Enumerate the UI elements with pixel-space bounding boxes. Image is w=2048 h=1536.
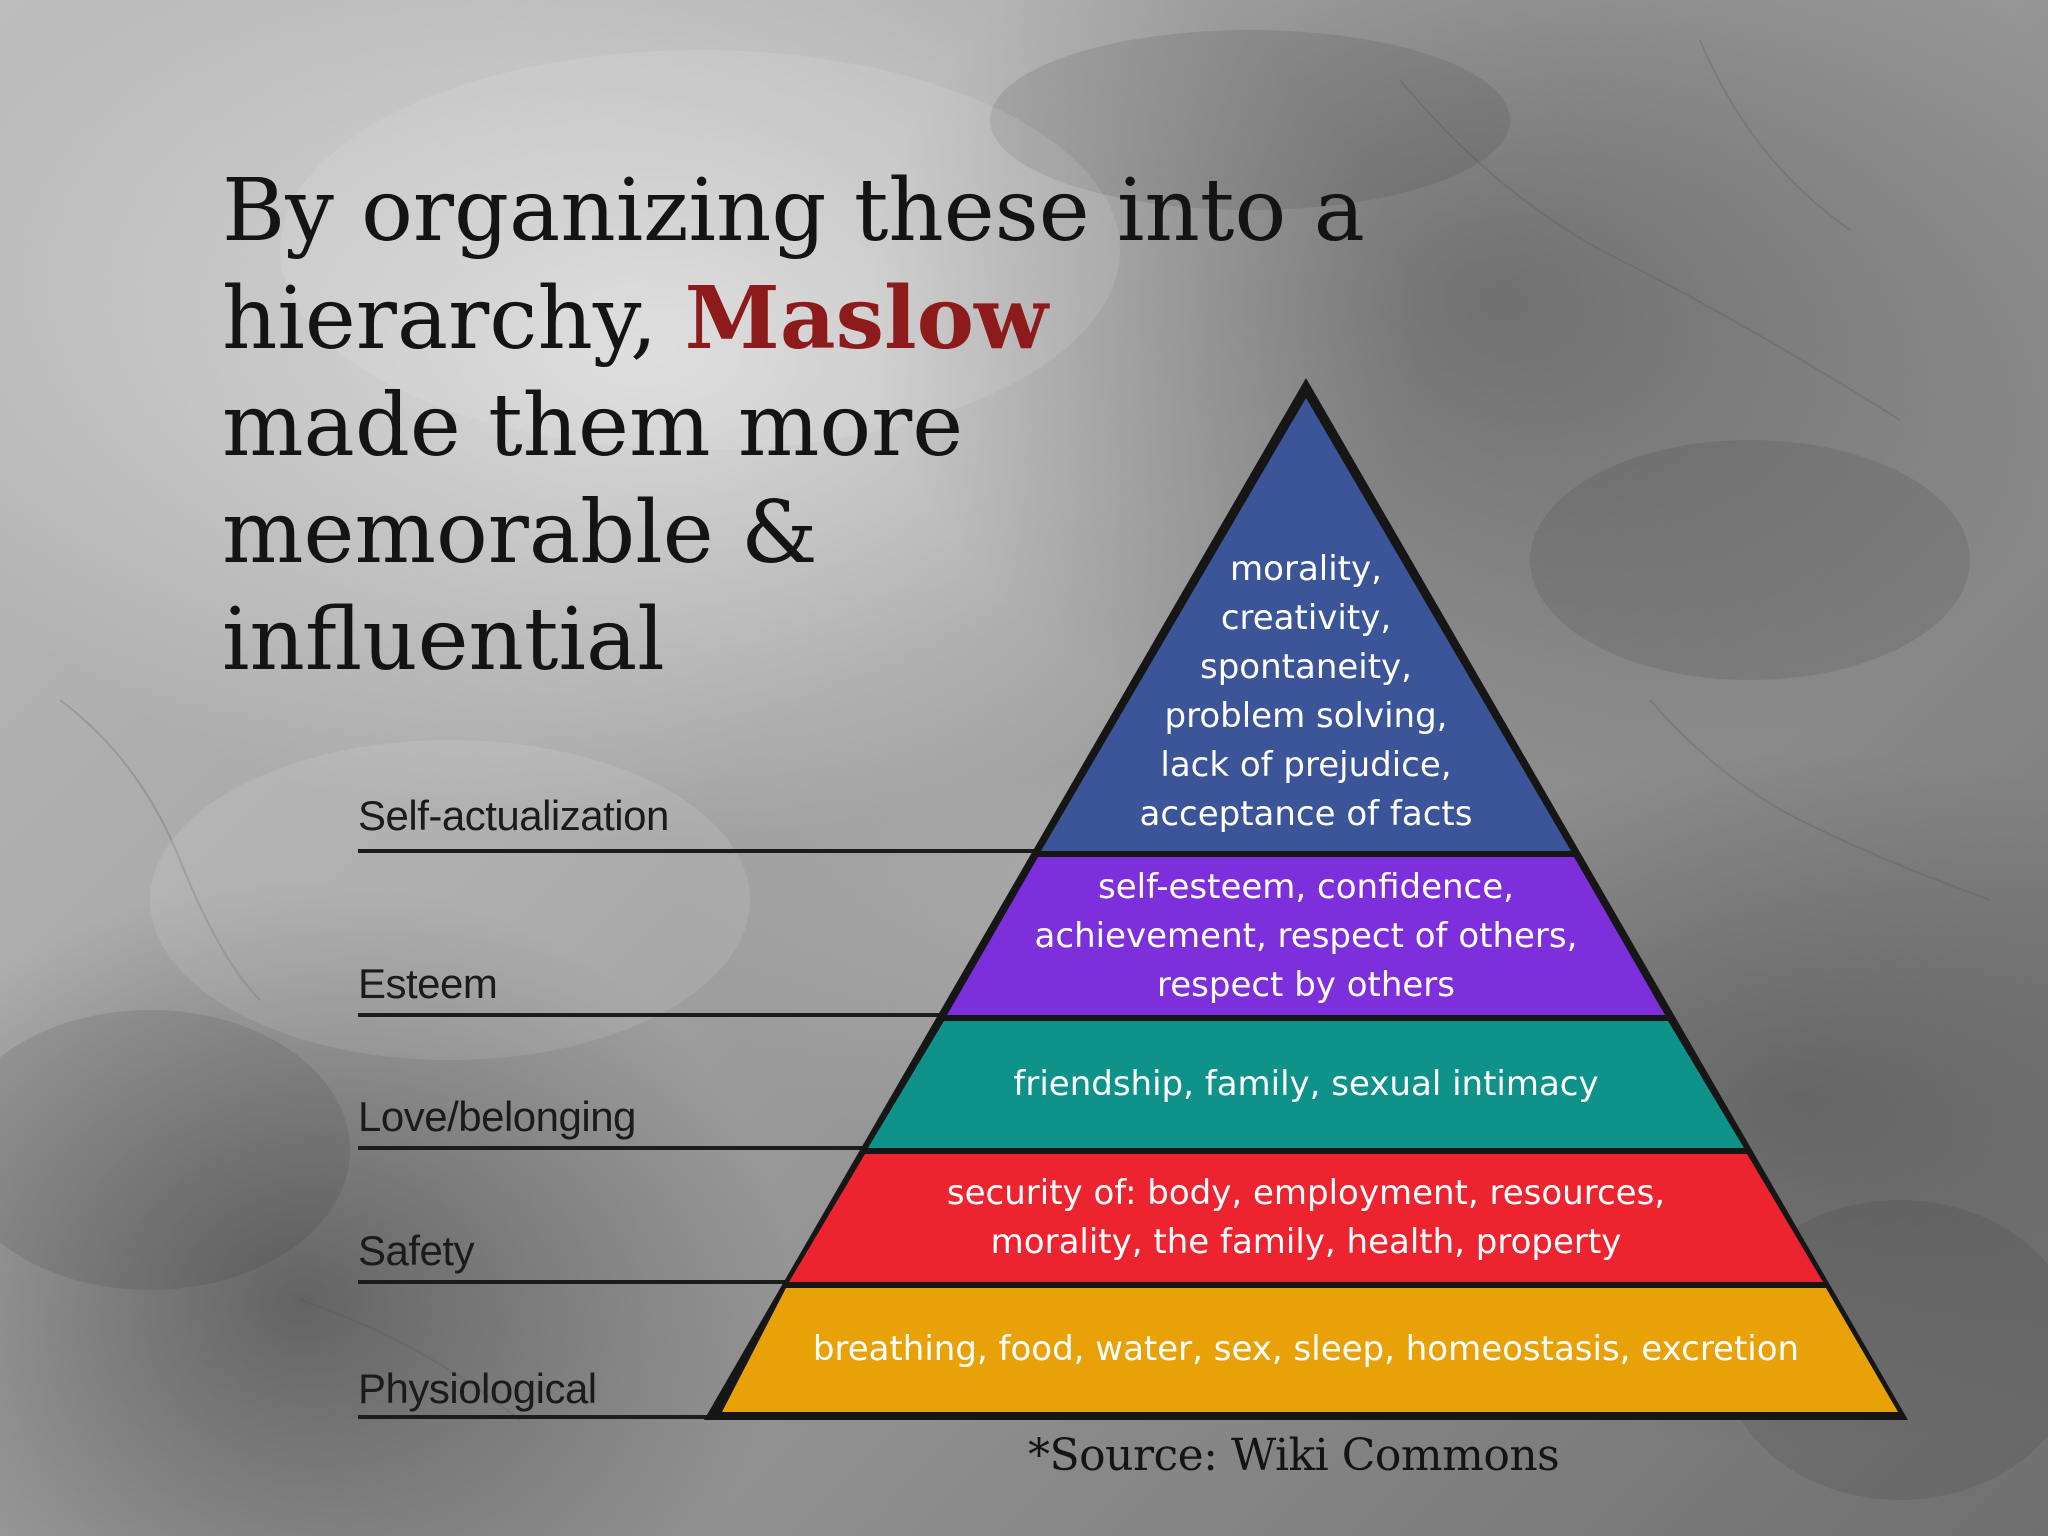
tier-text-self-actualization: morality, creativity, spontaneity, probl… xyxy=(1056,545,1556,839)
tier-text-line: friendship, family, sexual intimacy xyxy=(1013,1064,1599,1104)
tier-text-love-belonging: friendship, family, sexual intimacy xyxy=(906,1060,1706,1109)
tier-physiological xyxy=(722,1288,1898,1412)
tier-text-line: morality, xyxy=(1230,549,1382,589)
tier-love-belonging xyxy=(868,1021,1744,1148)
tier-text-line: lack of prejudice, xyxy=(1160,745,1452,785)
headline-line-1: By organizing these into a xyxy=(222,161,1365,261)
tier-text-line: breathing, food, water, sex, sleep, home… xyxy=(812,1329,1800,1369)
headline-line-2-text: hierarchy, xyxy=(222,269,685,369)
level-label-esteem: Esteem xyxy=(358,960,498,1007)
tier-text-line: problem solving, xyxy=(1164,696,1448,736)
tier-text-line: respect by others xyxy=(1157,965,1455,1005)
headline-line-2: hierarchy, Maslow xyxy=(222,265,1522,373)
tier-text-line: security of: body, employment, resources… xyxy=(946,1173,1666,1213)
level-label-physiological: Physiological xyxy=(358,1365,597,1412)
tier-text-safety: security of: body, employment, resources… xyxy=(836,1169,1776,1267)
headline-line-4: memorable & xyxy=(222,483,818,583)
headline-line-5: influential xyxy=(222,590,665,690)
source-citation: *Source: Wiki Commons xyxy=(1028,1430,1560,1481)
leader-lines xyxy=(358,849,1050,1419)
level-label-love-belonging: Love/belonging xyxy=(358,1093,636,1140)
level-label-safety: Safety xyxy=(358,1227,475,1274)
tier-text-line: achievement, respect of others, xyxy=(1034,916,1578,956)
tier-text-line: creativity, xyxy=(1220,598,1392,638)
tier-text-physiological: breathing, food, water, sex, sleep, home… xyxy=(766,1325,1846,1374)
tier-esteem xyxy=(947,857,1665,1015)
headline-emphasis-maslow: Maslow xyxy=(684,268,1049,369)
headline: By organizing these into a hierarchy, Ma… xyxy=(222,158,1522,694)
level-label-self-actualization: Self-actualization xyxy=(358,792,669,839)
tier-safety xyxy=(789,1154,1823,1282)
tier-self-actualization xyxy=(1041,398,1571,851)
tier-text-line: morality, the family, health, property xyxy=(990,1222,1622,1262)
tier-text-esteem: self-esteem, confidence, achievement, re… xyxy=(956,863,1656,1010)
headline-line-3: made them more xyxy=(222,376,964,476)
tier-text-line: self-esteem, confidence, xyxy=(1098,867,1514,907)
tier-text-line: spontaneity, xyxy=(1200,647,1412,687)
tier-text-line: acceptance of facts xyxy=(1139,794,1473,834)
